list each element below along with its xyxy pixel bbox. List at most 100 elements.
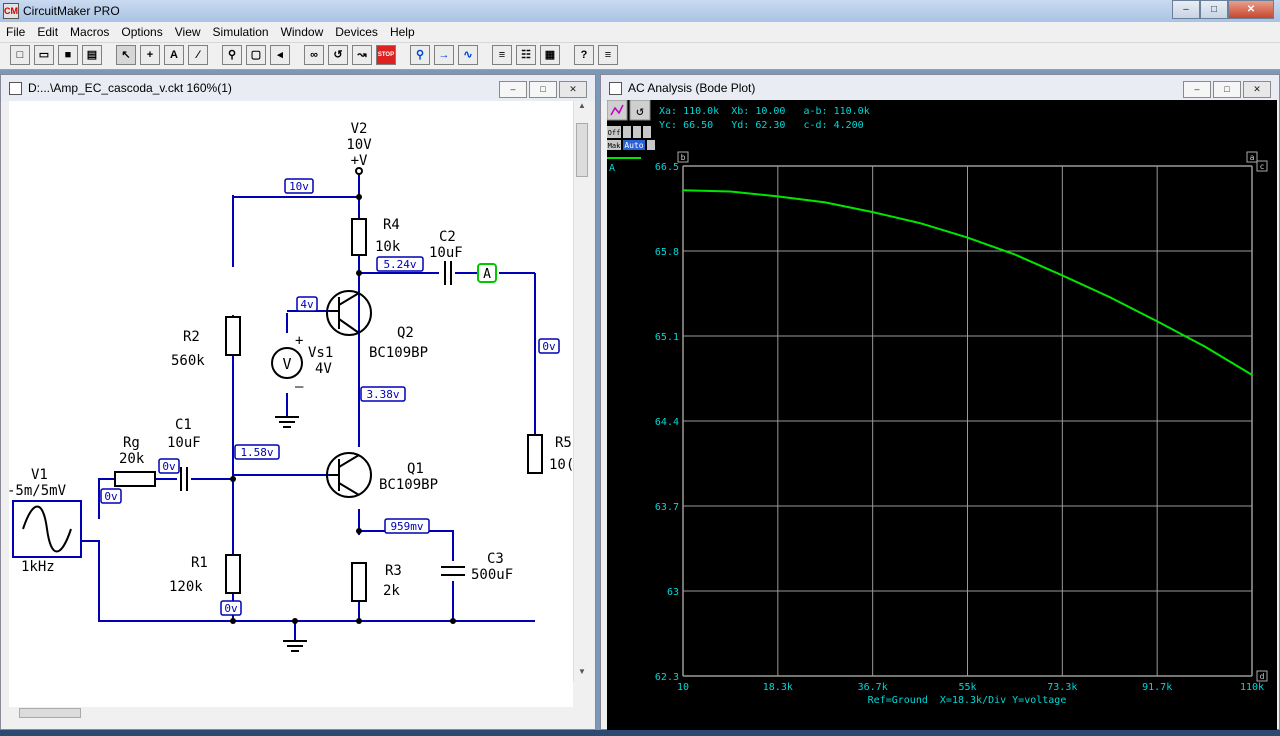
ground-icon bbox=[275, 416, 299, 428]
menu-edit[interactable]: Edit bbox=[37, 25, 59, 39]
junction-dots bbox=[230, 194, 456, 624]
x-tick-label: 73.3k bbox=[1047, 682, 1077, 693]
minimize-button[interactable]: – bbox=[1172, 0, 1200, 19]
menu-window[interactable]: Window bbox=[280, 25, 324, 39]
r4-value: 10k bbox=[375, 239, 401, 255]
menu-file[interactable]: File bbox=[6, 25, 26, 39]
scope-probe-icon[interactable]: → bbox=[434, 45, 454, 65]
left-arrow-icon[interactable] bbox=[623, 126, 631, 138]
zoom-fit-icon[interactable]: ▢ bbox=[246, 45, 266, 65]
print-icon[interactable]: ▤ bbox=[82, 45, 102, 65]
probe-icon[interactable]: ⚲ bbox=[410, 45, 430, 65]
transistor-q1[interactable] bbox=[326, 452, 372, 498]
arrow-tool-icon[interactable]: ↖ bbox=[116, 45, 136, 65]
reset-glyph-icon: ↺ bbox=[636, 104, 644, 119]
v1-name: V1 bbox=[31, 467, 48, 483]
reset-icon[interactable]: ↺ bbox=[328, 45, 348, 65]
x-tick-label: 55k bbox=[958, 682, 976, 693]
off-toggle-label: Off bbox=[608, 129, 621, 137]
node-voltage-c1-0v: 0v bbox=[162, 460, 176, 473]
off-toggle[interactable] bbox=[607, 126, 621, 138]
analog-mode-icon[interactable]: ∞ bbox=[304, 45, 324, 65]
rotate-view-icon[interactable]: ◂ bbox=[270, 45, 290, 65]
source-v1[interactable] bbox=[12, 500, 82, 558]
circuitmaker-app-icon[interactable]: CM bbox=[3, 3, 19, 19]
source-vs1[interactable]: V bbox=[271, 347, 303, 379]
help-icon[interactable]: ? bbox=[574, 45, 594, 65]
resistor-r2[interactable] bbox=[225, 316, 241, 356]
menu-devices[interactable]: Devices bbox=[335, 25, 378, 39]
plot-reset-icon[interactable] bbox=[629, 99, 651, 121]
q2-name: Q2 bbox=[397, 325, 414, 341]
data-point bbox=[776, 195, 779, 198]
schematic-horizontal-scrollbar[interactable] bbox=[9, 707, 573, 719]
scroll-up-arrow-icon[interactable]: ▲ bbox=[578, 101, 586, 110]
data-point bbox=[966, 236, 969, 239]
node-voltage-gnd-0v: 0v bbox=[224, 602, 238, 615]
resistor-rg[interactable] bbox=[114, 471, 156, 487]
cursor-d-marker: d bbox=[1256, 670, 1268, 682]
plot-close-button[interactable]: ✕ bbox=[1243, 81, 1271, 98]
delete-tool-icon[interactable]: ⁄ bbox=[188, 45, 208, 65]
context-help-icon[interactable]: ≡ bbox=[598, 45, 618, 65]
resistor-r3[interactable] bbox=[351, 562, 367, 602]
schematic-canvas[interactable]: V A V2 10V +V R4 10k bbox=[7, 101, 574, 707]
vs1-minus-label: – bbox=[295, 379, 304, 395]
resistor-r4[interactable] bbox=[351, 218, 367, 256]
wires bbox=[81, 173, 536, 641]
menu-view[interactable]: View bbox=[174, 25, 201, 39]
plot-minimize-button[interactable]: – bbox=[1183, 81, 1211, 98]
vertical-scroll-thumb[interactable] bbox=[576, 123, 588, 177]
menu-macros[interactable]: Macros bbox=[70, 25, 110, 39]
cursor-b-marker-box bbox=[677, 151, 689, 163]
bode-plot-panel[interactable]: ↺ Off Mak Auto Xa: 110.0k Xb: 10.00 a-b:… bbox=[606, 99, 1277, 730]
resistor-r5[interactable] bbox=[527, 434, 543, 474]
right-arrow-icon[interactable] bbox=[633, 126, 641, 138]
schematic-close-button[interactable]: ✕ bbox=[559, 81, 587, 98]
step-icon[interactable]: ↝ bbox=[352, 45, 372, 65]
menu-options[interactable]: Options bbox=[121, 25, 163, 39]
capacitor-c1[interactable] bbox=[180, 467, 188, 491]
window-controls: – □ ✕ bbox=[1172, 0, 1274, 19]
zoom-icon[interactable]: ⚲ bbox=[222, 45, 242, 65]
device-icon[interactable]: ☷ bbox=[516, 45, 536, 65]
capacitor-c2[interactable] bbox=[444, 261, 452, 285]
auto-toggle[interactable] bbox=[623, 140, 645, 150]
wire-tool-icon[interactable]: + bbox=[140, 45, 160, 65]
schematic-vertical-scrollbar[interactable]: ▲ ▼ bbox=[573, 101, 590, 681]
cursor-a-marker-box bbox=[1246, 151, 1258, 163]
save-icon[interactable]: ■ bbox=[58, 45, 78, 65]
close-button[interactable]: ✕ bbox=[1228, 0, 1274, 19]
plot-grid bbox=[682, 165, 1253, 677]
capacitor-c3[interactable] bbox=[441, 566, 465, 576]
stop-icon[interactable]: STOP bbox=[376, 45, 396, 65]
new-file-icon[interactable]: □ bbox=[10, 45, 30, 65]
grid-icon[interactable]: ▦ bbox=[540, 45, 560, 65]
horizontal-scroll-thumb[interactable] bbox=[19, 708, 81, 718]
open-folder-icon[interactable]: ▭ bbox=[34, 45, 54, 65]
up-arrow-icon[interactable] bbox=[643, 126, 651, 138]
maximize-button[interactable]: □ bbox=[1200, 0, 1228, 19]
capacitors bbox=[180, 261, 465, 576]
probe-a-marker[interactable] bbox=[477, 263, 497, 283]
c1-value: 10uF bbox=[167, 435, 201, 451]
x-tick-label: 91.7k bbox=[1142, 682, 1172, 693]
c2-name: C2 bbox=[439, 229, 456, 245]
bus-icon[interactable]: ≡ bbox=[492, 45, 512, 65]
menu-help[interactable]: Help bbox=[389, 25, 415, 39]
dropdown-arrow-icon[interactable] bbox=[647, 140, 655, 150]
schematic-maximize-button[interactable]: □ bbox=[529, 81, 557, 98]
scroll-down-arrow-icon[interactable]: ▼ bbox=[578, 667, 586, 676]
cursor-readout-row-2: Yc: 66.50 Yd: 62.30 c-d: 4.200 bbox=[659, 120, 864, 131]
menu-simulation[interactable]: Simulation bbox=[212, 25, 269, 39]
plot-maximize-button[interactable]: □ bbox=[1213, 81, 1241, 98]
waveform-icon[interactable]: ∿ bbox=[458, 45, 478, 65]
schematic-minimize-button[interactable]: – bbox=[499, 81, 527, 98]
mak-toggle[interactable] bbox=[607, 140, 621, 150]
text-tool-icon[interactable]: A bbox=[164, 45, 184, 65]
transistor-q2[interactable] bbox=[326, 290, 372, 336]
cursor-b-marker-label: b bbox=[681, 153, 686, 162]
resistor-r1[interactable] bbox=[225, 554, 241, 594]
document-icon bbox=[9, 81, 22, 95]
